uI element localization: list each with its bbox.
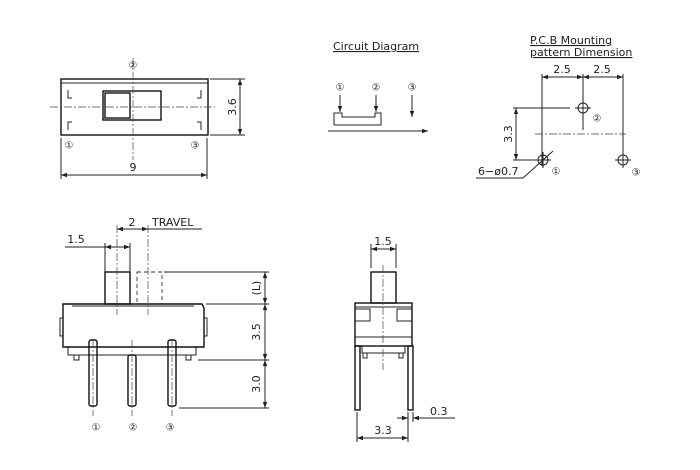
travel-dimension: 2 (129, 216, 136, 229)
actuator-width: 1.5 (67, 233, 85, 246)
width-dimension: 9 (130, 161, 137, 174)
pcb-pin-2: ② (593, 114, 602, 125)
slider-contact (333, 112, 382, 126)
side-pin-left (354, 345, 361, 411)
pcb-hole-3 (615, 152, 631, 168)
slider-window (102, 90, 162, 121)
pcb-title-1: P.C.B Mounting (530, 34, 612, 47)
pcb-title-2: pattern Dimension (530, 46, 632, 59)
front-pin-label-2: ② (129, 423, 138, 434)
pin-label-3: ③ (191, 141, 200, 152)
pcb-pin-3: ③ (632, 168, 641, 179)
circuit-pin-2: ② (372, 83, 381, 94)
pcb-pin-1: ① (552, 167, 561, 178)
circuit-diagram: Circuit Diagram ① ② ③ (328, 40, 428, 134)
hole-spec: 6−ø0.7 (478, 165, 518, 178)
pin-thickness: 0.3 (430, 405, 448, 418)
pin-label-1: ① (65, 141, 74, 152)
side-view: 1.5 3.3 0.3 (354, 235, 455, 442)
circuit-pin-1: ① (336, 83, 345, 94)
row-spacing: 3.3 (502, 125, 515, 143)
side-pin-right (407, 345, 414, 411)
front-body (62, 303, 205, 348)
front-pin-label-3: ③ (166, 423, 175, 434)
travel-label: TRAVEL (151, 216, 194, 229)
circuit-title: Circuit Diagram (333, 40, 419, 53)
pitch-left: 2.5 (553, 63, 571, 76)
side-actuator (370, 271, 397, 304)
body-height: 3.5 (250, 323, 263, 341)
actuator-height: (L) (250, 281, 263, 296)
height-dimension: 3.6 (226, 98, 239, 116)
pcb-hole-2 (575, 100, 591, 116)
pitch-right: 2.5 (593, 63, 611, 76)
pin-length: 3.0 (250, 375, 263, 393)
front-view: 1.5 2 TRAVEL (L) 3.5 3.0 ① ② ③ (59, 216, 269, 434)
side-body (354, 302, 413, 347)
pcb-pattern: P.C.B Mounting pattern Dimension 2.5 2.5… (476, 34, 640, 179)
front-pin-label-1: ① (92, 423, 101, 434)
side-actuator-width: 1.5 (374, 235, 392, 248)
pin-span: 3.3 (374, 424, 392, 437)
circuit-pin-3: ③ (408, 83, 417, 94)
pin-label-2: ② (129, 61, 138, 72)
actuator-travel-position (136, 271, 163, 305)
slider-knob (104, 92, 131, 119)
actuator (104, 271, 131, 305)
top-view: ② ① ③ 9 3.6 (50, 58, 245, 179)
